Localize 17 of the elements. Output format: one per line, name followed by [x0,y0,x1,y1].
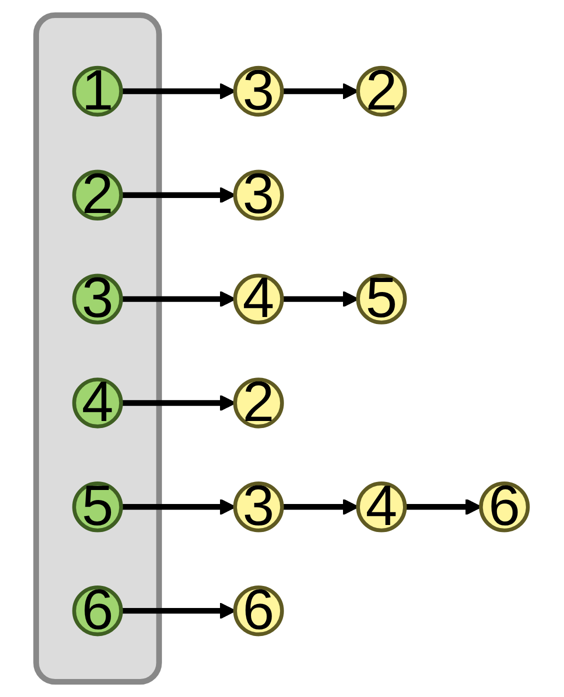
node-circle: 2 [233,378,284,428]
node-circle: 2 [72,170,123,220]
node-circle: 3 [72,274,123,324]
node-circle: 6 [233,585,284,636]
node-circle: 3 [233,482,284,532]
node-circle: 3 [233,170,284,220]
node-circle: 4 [233,274,284,324]
node-circle: 1 [72,66,123,117]
node-circle: 3 [233,66,284,117]
node-circle: 2 [356,66,407,117]
cluster [33,12,162,685]
node-circle: 4 [72,378,123,428]
node-circle: 6 [479,482,530,532]
node-circle: 6 [72,585,123,636]
node-circle: 4 [356,482,407,532]
node-circle: 5 [72,482,123,532]
node-circle: 5 [356,274,407,324]
